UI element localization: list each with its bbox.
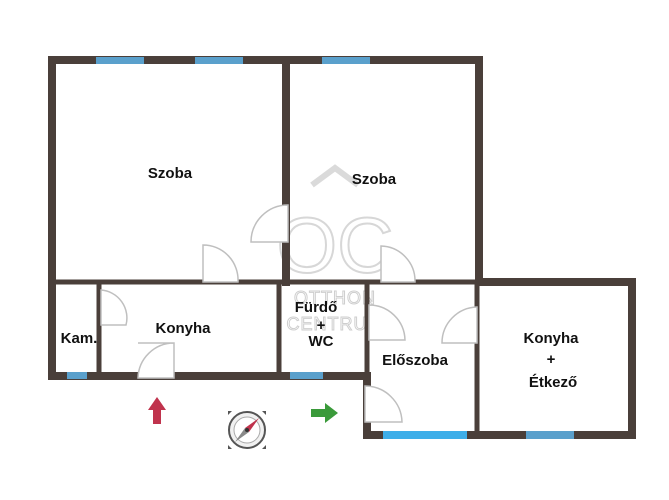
window (67, 372, 87, 379)
watermark-line1: OTTHON (294, 288, 376, 308)
door-bedroom-left (250, 204, 289, 243)
window (195, 57, 243, 64)
room-label: Konyha (523, 330, 579, 347)
room-label: Szoba (148, 165, 193, 182)
door-bath (368, 304, 406, 341)
door-entrance (364, 385, 403, 423)
entrance-arrow-icon (148, 397, 166, 424)
room-label: Fürdő (295, 299, 338, 316)
doors (100, 204, 478, 423)
room-label: Előszoba (382, 352, 449, 369)
window (96, 57, 144, 64)
watermark-logo: OC OTTHON CENTRUM (276, 164, 395, 335)
windows (67, 57, 574, 439)
door-pantry (100, 289, 128, 326)
door-kitchen-left (137, 342, 175, 379)
compass-icon (228, 411, 266, 449)
window (322, 57, 370, 64)
room-label: Kam. (61, 330, 98, 347)
watermark-line2: CENTRUM (287, 314, 384, 334)
room-label: + (317, 317, 326, 334)
door-bedroom-right (380, 245, 416, 283)
direction-arrow-icon (311, 403, 338, 423)
room-label: Szoba (352, 171, 397, 188)
window (290, 372, 323, 379)
door-kitchen-right (441, 306, 478, 344)
room-labels: Szoba Szoba Kam. Konyha Fürdő + WC Elősz… (61, 165, 579, 391)
watermark-logo-text: OC (277, 201, 394, 289)
room-label: + (547, 351, 556, 368)
window (526, 431, 574, 439)
room-label: Konyha (155, 320, 211, 337)
window (383, 431, 467, 439)
room-label: Étkező (529, 374, 577, 391)
room-label: WC (309, 333, 334, 350)
door-bedroom-kitchen (202, 244, 239, 283)
